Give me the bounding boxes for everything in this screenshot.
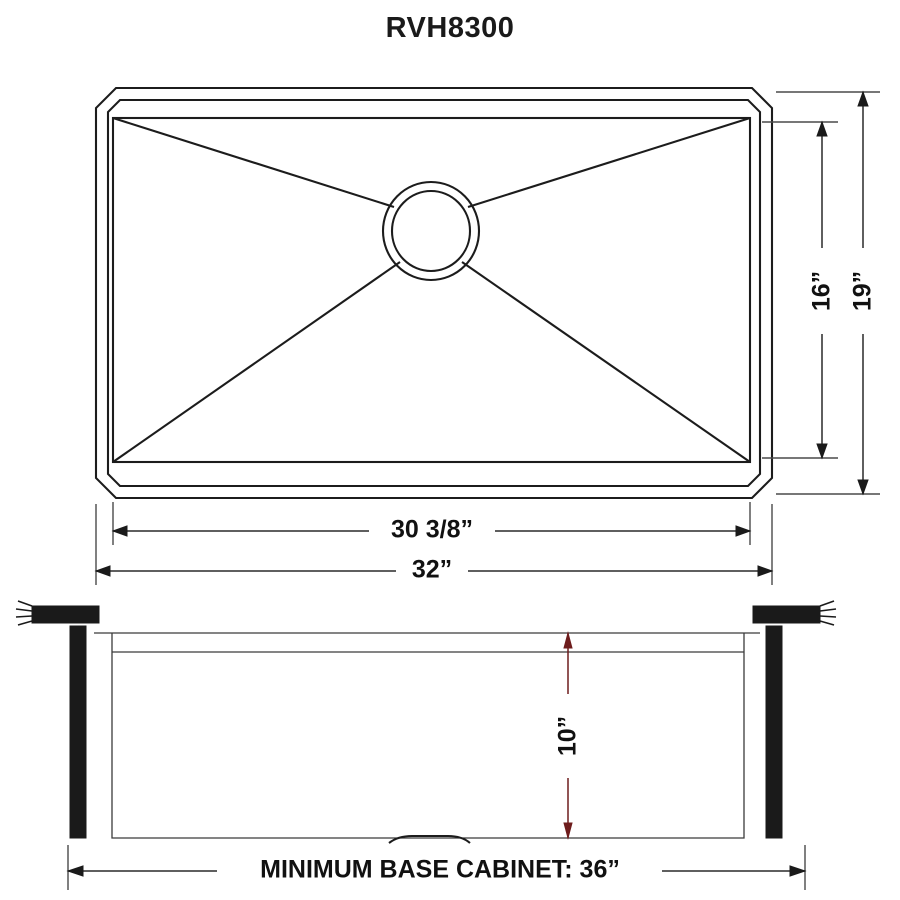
dimension-label-bowl-depth: 10” [554,716,582,756]
dimension-inner-width: 30 3/8” [111,515,752,547]
countertop-left-hatch [15,600,33,626]
dimension-label-overall-depth: 19” [849,271,877,311]
cabinet-wall-left [69,625,87,839]
countertop-right [752,605,821,624]
sink-outer-rim-outline [94,86,774,500]
sink-basin-opening [111,116,752,464]
dimension-label-inner-width: 30 3/8” [391,516,473,544]
dimension-overall-width: 32” [94,555,774,587]
sink-rim-inner-offset [106,98,762,488]
dimension-overall-depth: 19” [847,90,880,496]
sink-basin-body-outline [111,633,745,839]
front-section-view: 10” MINIMUM BASE CABINET: 36” [15,600,837,890]
drain-outlet-bump [388,834,471,844]
page-title: RVH8300 [385,12,515,44]
countertop-right-hatch [819,600,837,626]
dimension-label-inner-depth: 16” [808,271,836,311]
basin-slope-creases [112,116,751,463]
drain-opening-icon [381,180,481,282]
dimension-bowl-depth: 10” [552,631,585,840]
top-view: 16” 19” 30 [94,86,880,587]
caption-min-base-cabinet: MINIMUM BASE CABINET: 36” [260,856,620,884]
cabinet-wall-right [765,625,783,839]
dimension-min-base-cabinet: MINIMUM BASE CABINET: 36” [66,845,807,890]
dimension-inner-depth: 16” [806,120,839,460]
countertop-left [31,605,100,624]
dimension-label-overall-width: 32” [412,556,452,584]
